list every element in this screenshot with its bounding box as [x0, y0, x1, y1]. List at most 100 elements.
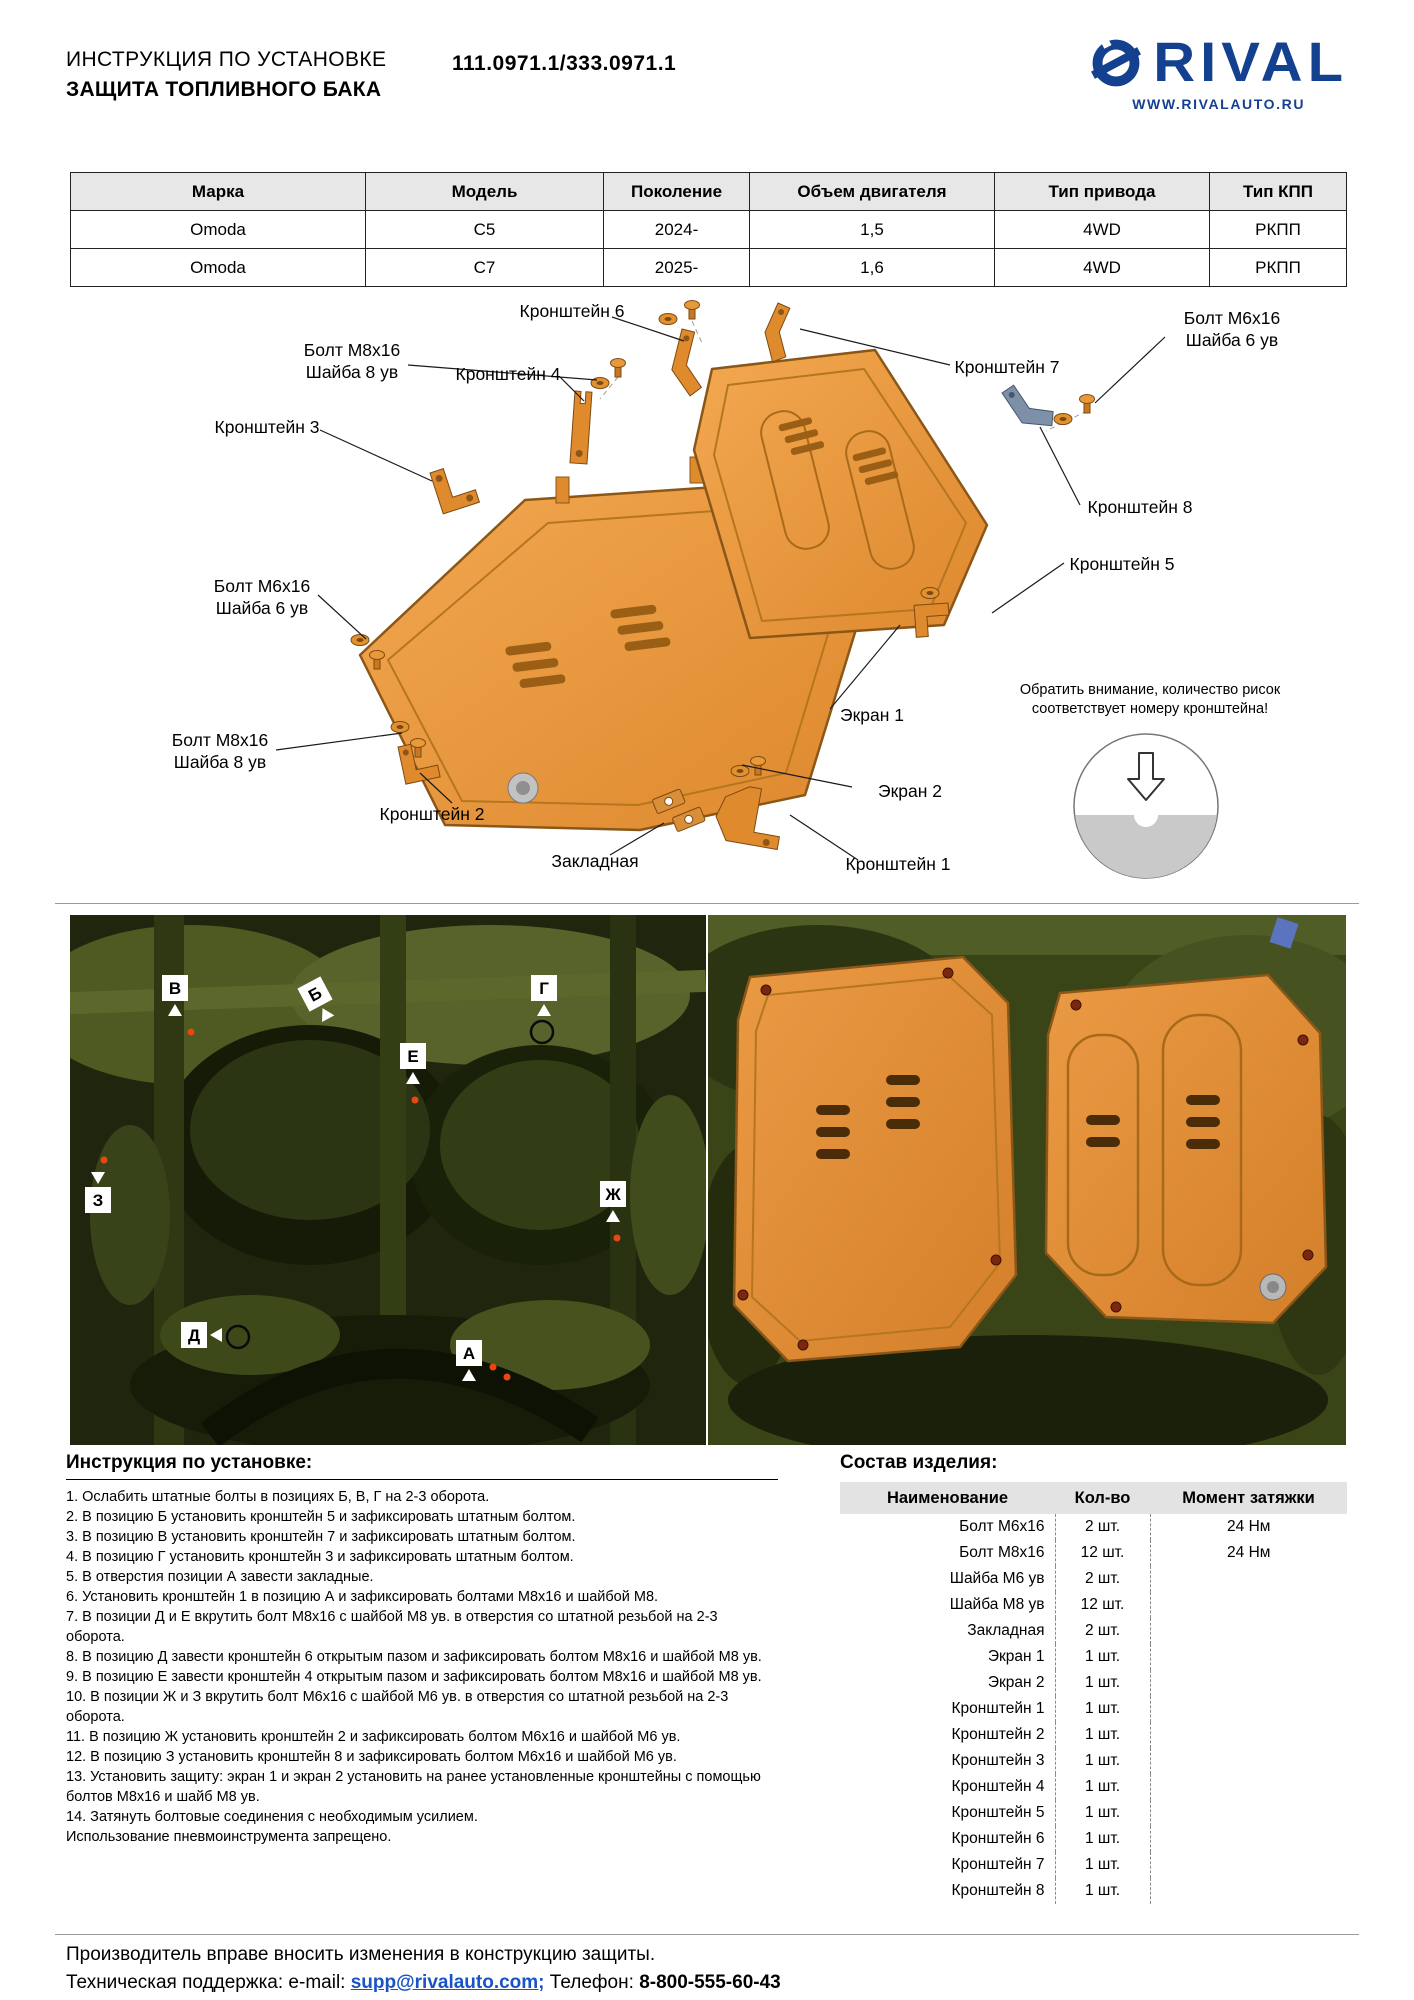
col-model: Модель — [365, 172, 604, 211]
part-name: Кронштейн 8 — [951, 1882, 1045, 1899]
parts-row: Кронштейн 7 1 шт. — [840, 1852, 1347, 1878]
brackets — [397, 302, 1054, 851]
part-name: Кронштейн 7 — [951, 1856, 1045, 1873]
callout-lines — [275, 316, 1166, 861]
product-title: ЗАЩИТА ТОПЛИВНОГО БАКА — [66, 78, 382, 101]
zakladnaya-plate-2 — [672, 806, 706, 832]
installation-instructions: Инструкция по установке: 1. Ослабить шта… — [66, 1452, 778, 1847]
instruction-step: 3. В позицию В установить кронштейн 7 и … — [66, 1529, 576, 1545]
vehicle-spec-table: Марка Модель Поколение Объем двигателя Т… — [70, 172, 1347, 287]
diagram-label-bracket8: Кронштейн 8 — [1087, 497, 1193, 518]
part-name: Кронштейн 5 — [951, 1804, 1045, 1821]
brand-name: RIVAL — [1153, 31, 1348, 94]
marker-d: Д — [181, 1322, 251, 1350]
bracket-6 — [671, 328, 703, 397]
diagram-label-bracket6: Кронштейн 6 — [519, 301, 625, 322]
marker-a: А — [456, 1340, 511, 1381]
part-qty: 1 шт. — [1054, 1878, 1150, 1904]
instruction-step: 2. В позицию Б установить кронштейн 5 и … — [66, 1509, 576, 1525]
cell-model: C7 — [365, 248, 604, 287]
parts-row: Кронштейн 1 1 шт. — [840, 1696, 1347, 1722]
col-part-qty: Кол-во — [1055, 1482, 1150, 1514]
bracket-7 — [764, 302, 791, 363]
cell-gearbox: РКПП — [1209, 248, 1347, 287]
cell-drive: 4WD — [994, 248, 1210, 287]
part-name: Шайба М8 ув — [949, 1596, 1045, 1613]
instruction-step: 4. В позицию Г установить кронштейн 3 и … — [66, 1549, 574, 1565]
support-email-link[interactable]: supp@rivalauto.com; — [350, 1972, 545, 1993]
part-name: Экран 2 — [987, 1674, 1045, 1691]
part-qty: 1 шт. — [1054, 1696, 1150, 1722]
cell-engine: 1,5 — [749, 210, 995, 249]
underbody-photo-installed — [708, 915, 1346, 1445]
brand-logo: RIVAL WWW.RIVALAUTO.RU — [1089, 34, 1348, 112]
part-name: Кронштейн 1 — [951, 1700, 1045, 1717]
part-qty: 1 шт. — [1054, 1722, 1150, 1748]
part-qty: 1 шт. — [1054, 1800, 1150, 1826]
screen1-plate — [692, 348, 989, 640]
parts-row: Кронштейн 8 1 шт. — [840, 1878, 1347, 1904]
diagram-label-bracket3: Кронштейн 3 — [214, 417, 320, 438]
parts-row: Экран 2 1 шт. — [840, 1670, 1347, 1696]
installed-screen1 — [1044, 973, 1328, 1325]
marker-g: Г — [529, 975, 557, 1045]
part-name: Закладная — [967, 1622, 1045, 1639]
part-torque — [1149, 1670, 1347, 1696]
underbody-photo-positions: В Б Г Е З — [70, 915, 706, 1445]
part-torque — [1149, 1566, 1347, 1592]
cell-generation: 2025- — [603, 248, 750, 287]
phone-label: Телефон: — [544, 1972, 640, 1993]
part-torque — [1149, 1592, 1347, 1618]
parts-row: Закладная 2 шт. — [840, 1618, 1347, 1644]
parts-row: Кронштейн 6 1 шт. — [840, 1826, 1347, 1852]
parts-row: Болт М6х16 2 шт. 24 Нм — [840, 1514, 1347, 1540]
part-qty: 12 шт. — [1054, 1540, 1150, 1566]
part-qty: 1 шт. — [1054, 1774, 1150, 1800]
col-part-name: Наименование — [840, 1482, 1055, 1514]
diagram-label-bracket4: Кронштейн 4 — [455, 364, 561, 385]
diagram-label-bracket2: Кронштейн 2 — [379, 804, 485, 825]
svg-text:Г: Г — [539, 979, 549, 998]
part-torque — [1149, 1696, 1347, 1722]
parts-row: Болт М8х16 12 шт. 24 Нм — [840, 1540, 1347, 1566]
part-number: 111.0971.1/333.0971.1 — [452, 52, 677, 75]
diagram-label-bolt-m6-top: Болт М6х16 Шайба 6 ув — [1183, 308, 1281, 350]
instruction-step: 9. В позицию Е завести кронштейн 4 откры… — [66, 1669, 762, 1685]
col-drive: Тип привода — [994, 172, 1210, 211]
screen2-slots-a — [505, 641, 566, 689]
instruction-step: 12. В позицию З установить кронштейн 8 и… — [66, 1749, 677, 1765]
marker-e: Е — [400, 1043, 426, 1104]
notch-note-text: Обратить внимание, количество рисок соот… — [1019, 682, 1281, 717]
instruction-step: 8. В позицию Д завести кронштейн 6 откры… — [66, 1649, 762, 1665]
brand-emblem-icon — [1091, 37, 1142, 87]
col-generation: Поколение — [603, 172, 750, 211]
diagram-label-bracket5: Кронштейн 5 — [1069, 554, 1175, 575]
parts-row: Кронштейн 3 1 шт. — [840, 1748, 1347, 1774]
marker-v: В — [162, 975, 195, 1036]
part-name: Кронштейн 4 — [951, 1778, 1045, 1795]
instruction-step: 13. Установить защиту: экран 1 и экран 2… — [66, 1769, 761, 1805]
instruction-step: 7. В позиции Д и Е вкрутить болт М8х16 с… — [66, 1609, 718, 1645]
parts-title: Состав изделия: — [840, 1452, 998, 1473]
footer-disclaimer: Производитель вправе вносить изменения в… — [66, 1944, 656, 1965]
part-name: Экран 1 — [987, 1648, 1045, 1665]
part-qty: 12 шт. — [1054, 1592, 1150, 1618]
svg-text:Д: Д — [188, 1326, 200, 1345]
svg-text:Е: Е — [407, 1047, 418, 1066]
cell-generation: 2024- — [603, 210, 750, 249]
part-name: Кронштейн 3 — [951, 1752, 1045, 1769]
parts-row: Шайба М6 ув 2 шт. — [840, 1566, 1347, 1592]
col-brand: Марка — [70, 172, 366, 211]
part-torque — [1149, 1618, 1347, 1644]
col-part-torque: Момент затяжки — [1150, 1482, 1347, 1514]
part-torque: 24 Нм — [1149, 1540, 1347, 1566]
svg-text:В: В — [169, 979, 181, 998]
diagram-label-bolt-m6-left: Болт М6х16 Шайба 6 ув — [213, 576, 311, 618]
zakladnaya-plate-1 — [652, 788, 686, 814]
exploded-diagram — [275, 300, 1219, 879]
cell-brand: Omoda — [70, 210, 366, 249]
instruction-step: 6. Установить кронштейн 1 в позицию А и … — [66, 1589, 659, 1605]
installed-screen2 — [732, 955, 1018, 1363]
cell-gearbox: РКПП — [1209, 210, 1347, 249]
